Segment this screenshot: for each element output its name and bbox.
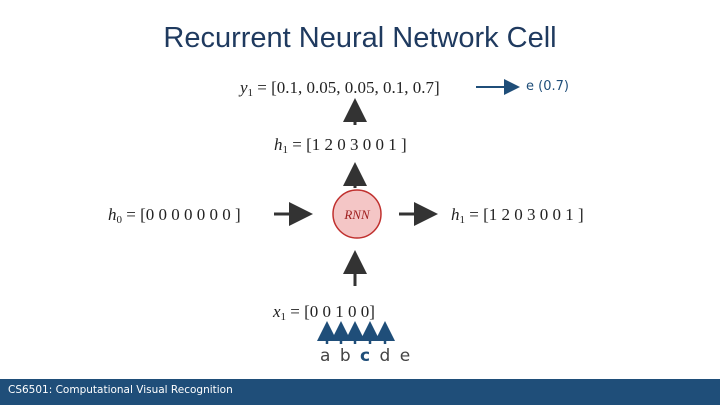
- rnn-cell-label: RNN: [343, 207, 371, 222]
- h1-right-value: = [1 2 0 3 0 0 1 ]: [469, 205, 584, 224]
- x1-value: = [0 0 1 0 0]: [290, 302, 375, 321]
- h1-right-sub: 1: [459, 214, 466, 226]
- x1-sub: 1: [280, 311, 287, 323]
- h0-value: = [0 0 0 0 0 0 0 ]: [126, 205, 241, 224]
- letter-d: d: [379, 346, 393, 366]
- letter-e: e: [399, 346, 413, 366]
- input-letters: a b c d e: [320, 346, 412, 366]
- footer-bar: CS6501: Computational Visual Recognition: [0, 379, 720, 405]
- y1-equation: y1 = [0.1, 0.05, 0.05, 0.1, 0.7]: [240, 78, 440, 99]
- x1-equation: x1 = [0 0 1 0 0]: [273, 302, 375, 323]
- output-label: e (0.7): [526, 79, 569, 94]
- h1-top-var: h: [274, 135, 283, 154]
- h1-right-equation: h1 = [1 2 0 3 0 0 1 ]: [451, 205, 584, 226]
- y1-value: = [0.1, 0.05, 0.05, 0.1, 0.7]: [257, 78, 440, 97]
- slide-title: Recurrent Neural Network Cell: [163, 22, 557, 54]
- h0-sub: 0: [116, 214, 123, 226]
- h1-right-var: h: [451, 205, 460, 224]
- letter-arrows: [317, 321, 395, 344]
- h1-top-sub: 1: [282, 144, 289, 156]
- y1-var: y: [240, 78, 248, 97]
- h1-top-value: = [1 2 0 3 0 0 1 ]: [292, 135, 407, 154]
- x1-var: x: [273, 302, 281, 321]
- rnn-cell: [332, 189, 382, 239]
- y1-sub: 1: [247, 87, 254, 99]
- h1-top-equation: h1 = [1 2 0 3 0 0 1 ]: [274, 135, 407, 156]
- letter-b: b: [339, 346, 353, 366]
- letter-a: a: [320, 346, 333, 366]
- h0-var: h: [108, 205, 117, 224]
- letter-c: c: [360, 346, 373, 366]
- h0-equation: h0 = [0 0 0 0 0 0 0 ]: [108, 205, 241, 226]
- course-label: CS6501: Computational Visual Recognition: [8, 384, 233, 396]
